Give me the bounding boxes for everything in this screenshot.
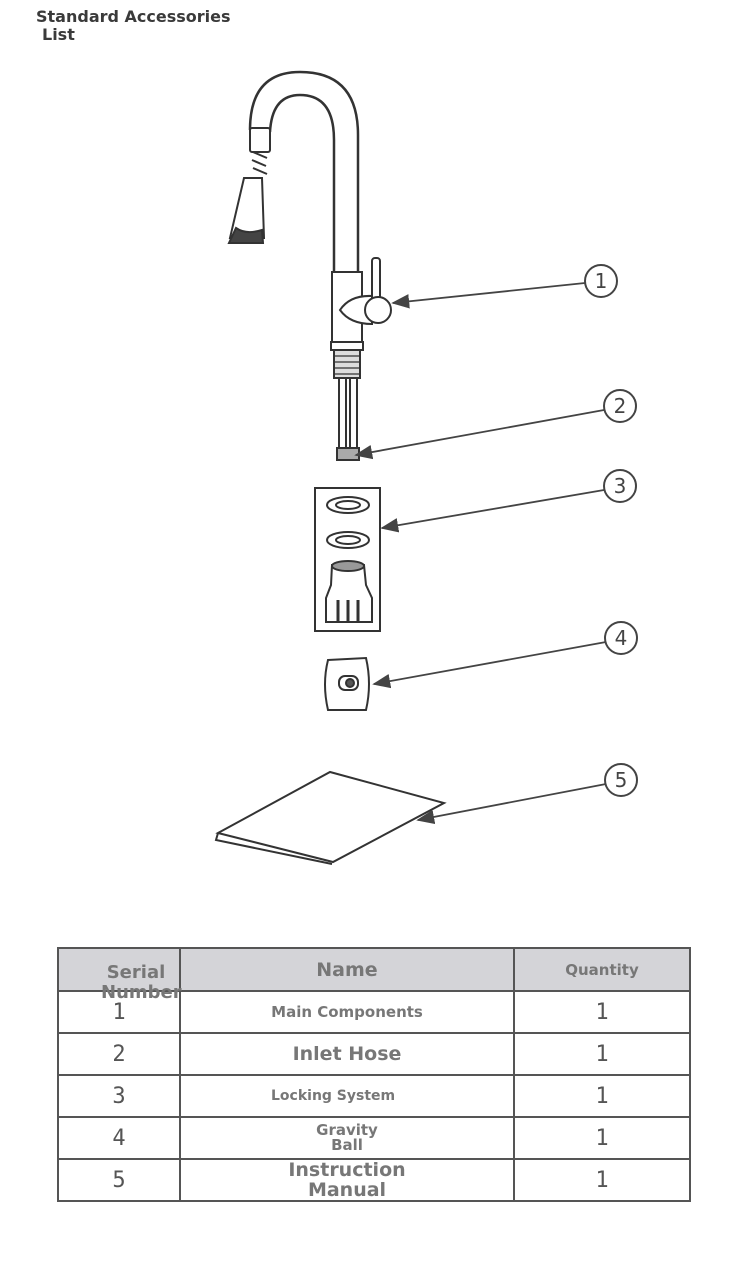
- callout-2: 2: [603, 389, 637, 423]
- table-row: 5 Instruction Manual 1: [57, 1158, 691, 1202]
- name-line-1: Instruction: [288, 1159, 406, 1181]
- page-title-line-2: List: [42, 25, 75, 44]
- quantity-cell: 1: [513, 1158, 691, 1202]
- callout-3-label: 3: [614, 474, 627, 498]
- header-serial-number: Serial Number: [57, 947, 182, 1002]
- serial-cell: 1: [57, 990, 181, 1034]
- serial-cell: 3: [57, 1074, 181, 1118]
- callout-leaders: [354, 282, 607, 825]
- name-line-1: Gravity: [316, 1121, 378, 1139]
- table-row: 1 Main Components 1: [57, 990, 691, 1034]
- quantity-cell: 1: [513, 1074, 691, 1118]
- callout-4: 4: [604, 621, 638, 655]
- callout-5: 5: [604, 763, 638, 797]
- header-quantity: Quantity: [513, 947, 691, 992]
- header-serial-line-2: Number: [101, 981, 182, 1003]
- callout-3: 3: [603, 469, 637, 503]
- quantity-cell: 1: [513, 1032, 691, 1076]
- header-serial-line-1: Serial: [106, 961, 166, 983]
- table-row: 3 Locking System 1: [57, 1074, 691, 1118]
- name-cell: Inlet Hose: [179, 1032, 515, 1076]
- serial-cell: 5: [57, 1158, 181, 1202]
- quantity-cell: 1: [513, 990, 691, 1034]
- name-cell: Gravity Ball: [179, 1116, 515, 1160]
- locking-system-illustration: [314, 487, 381, 632]
- callout-4-label: 4: [615, 626, 628, 650]
- table-row: 4 Gravity Ball 1: [57, 1116, 691, 1160]
- header-name: Name: [179, 947, 515, 992]
- faucet-exploded-diagram: 1 2 3 4 5: [214, 70, 638, 865]
- instruction-manual-illustration: [214, 770, 447, 865]
- name-cell: Instruction Manual: [179, 1158, 515, 1202]
- name-cell: Main Components: [179, 990, 515, 1034]
- serial-cell: 2: [57, 1032, 181, 1076]
- table-row: 2 Inlet Hose 1: [57, 1032, 691, 1076]
- callout-1-label: 1: [595, 269, 608, 293]
- quantity-cell: 1: [513, 1116, 691, 1160]
- callout-2-label: 2: [614, 394, 627, 418]
- name-line-2: Ball: [331, 1136, 363, 1154]
- accessories-table: Serial Number Name Quantity 1 Main Compo…: [57, 947, 691, 1202]
- name-line-2: Manual: [307, 1179, 387, 1201]
- serial-cell: 4: [57, 1116, 181, 1160]
- page-title: Standard Accessories List: [36, 8, 266, 44]
- main-components-illustration: [227, 70, 392, 461]
- callout-1: 1: [584, 264, 618, 298]
- page-title-line-1: Standard Accessories: [36, 7, 231, 26]
- name-cell: Locking System: [179, 1074, 515, 1118]
- callout-5-label: 5: [615, 768, 628, 792]
- gravity-ball-illustration: [324, 656, 370, 711]
- table-header-row: Serial Number Name Quantity: [57, 947, 691, 1002]
